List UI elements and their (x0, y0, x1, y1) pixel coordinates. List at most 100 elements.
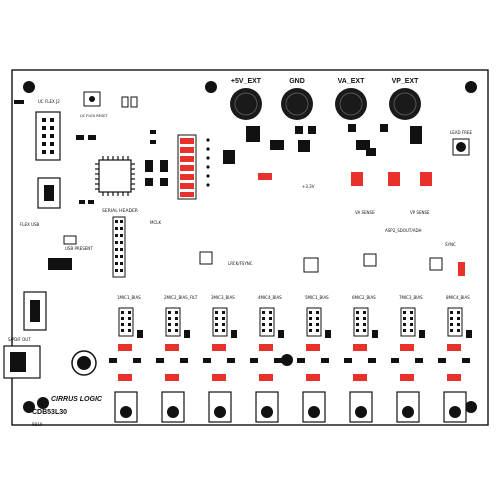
power-connector-vp[interactable]: VP_EXT (389, 78, 421, 120)
channel-label: 6MIC2_BIAS (352, 295, 376, 300)
jumper[interactable] (180, 156, 194, 162)
jumper-header[interactable] (118, 307, 134, 337)
jumper[interactable] (447, 374, 461, 381)
board-rev: R819 (32, 422, 43, 427)
jumper[interactable] (259, 344, 273, 351)
power-jumpers (258, 172, 465, 276)
channel-label: 4MIC4_BIAS (258, 295, 282, 300)
mic-channel-column: 1MIC1_BIAS (109, 295, 143, 423)
channel-label: 8MIC4_BIAS (446, 295, 470, 300)
jumper-header[interactable] (400, 307, 416, 337)
mic-channel-column: 2MIC2_BIAS_FILT (156, 295, 198, 423)
channel-label: 5MIC1_BIAS (305, 295, 329, 300)
mounting-hole (205, 81, 217, 93)
jumper-header[interactable] (306, 307, 322, 337)
jumper[interactable] (180, 165, 194, 171)
jumper[interactable] (400, 374, 414, 381)
jumper[interactable] (306, 374, 320, 381)
mic-channels: 1MIC1_BIAS 2MIC2_BIAS_FILT 3MIC3_BIAS 4MIC4… (109, 295, 472, 423)
channel-label: 2MIC2_BIAS_FILT (164, 295, 198, 300)
jumper[interactable] (351, 172, 363, 186)
power-connectors: +5V_EXT GND VA_EXT VP_EXT (230, 78, 421, 120)
board-model: CDB53L30 (32, 409, 67, 416)
power-label-vp: VP_EXT (392, 78, 420, 85)
codec-ics (199, 251, 443, 273)
uc-flex-label: UC FLEX J2 (38, 99, 60, 104)
mounting-hole (465, 81, 477, 93)
jumper[interactable] (118, 344, 132, 351)
jumper[interactable] (212, 374, 226, 381)
jumper[interactable] (388, 172, 400, 186)
jumper[interactable] (353, 374, 367, 381)
power-label-gnd: GND (289, 78, 305, 85)
jumper[interactable] (165, 374, 179, 381)
jumper[interactable] (180, 147, 194, 153)
power-label-va: VA_EXT (338, 78, 365, 85)
channel-label: 1MIC1_BIAS (117, 295, 141, 300)
power-connector-va[interactable]: VA_EXT (335, 78, 367, 120)
mounting-holes (23, 81, 477, 413)
mounting-hole (465, 401, 477, 413)
lrck-label: LRCK/FSYNC (228, 261, 253, 266)
power-connector-gnd[interactable]: GND (281, 78, 313, 120)
jumper-header[interactable] (165, 307, 181, 337)
mic-channel-column: 3MIC3_BIAS (203, 295, 237, 423)
usb-present-label: USB PRESENT (65, 246, 93, 251)
three-v-label: +3.3V (302, 184, 315, 189)
jumper-header[interactable] (353, 307, 369, 337)
sync-label: SYNC (445, 242, 456, 247)
power-label-5v: +5V_EXT (231, 78, 262, 85)
jumper[interactable] (259, 374, 273, 381)
svg-text:SERIAL HEADER: SERIAL HEADER (102, 208, 138, 214)
mic-channel-column: 8MIC4_BIAS (438, 295, 472, 423)
uc-flex-connector[interactable] (35, 111, 61, 161)
usb-connector: FLEX USB USB PRESENT (20, 177, 93, 251)
cirrus-logo-icon (37, 397, 49, 409)
mclk-label: MCLK (150, 220, 161, 225)
mic-channel-column: 6MIC2_BIAS (344, 295, 378, 423)
uc-flex-area: UC FLEX J2 UC FLEX RESET (14, 91, 138, 161)
serial-header: SERIAL HEADER (102, 208, 138, 278)
vp-sense-label: VP SENSE (410, 210, 430, 215)
mic-channel-column: 7MIC3_BIAS (391, 295, 425, 423)
brand-name: CIRRUS LOGIC (51, 396, 103, 403)
mic-channel-column: 4MIC4_BIAS (250, 295, 284, 423)
jumper[interactable] (258, 173, 272, 180)
power-connector-5v[interactable]: +5V_EXT (230, 78, 262, 120)
jumper[interactable] (353, 344, 367, 351)
small-components (76, 124, 422, 204)
jumper[interactable] (180, 174, 194, 180)
jumper[interactable] (447, 344, 461, 351)
mounting-hole (23, 81, 35, 93)
jumper[interactable] (180, 138, 194, 144)
jumper-header[interactable] (259, 307, 275, 337)
sdout-label: ASP2_SDOUT/ADH (385, 228, 422, 233)
spdif-output: S/PDIF OUT (3, 291, 97, 379)
jumper[interactable] (458, 262, 465, 276)
va-sense-label: VA SENSE (355, 210, 375, 215)
cirrus-logo: CIRRUS LOGIC CDB53L30 R819 (32, 396, 103, 427)
jumper[interactable] (420, 172, 432, 186)
jumper[interactable] (180, 183, 194, 189)
reset-button[interactable] (83, 91, 101, 107)
jumper[interactable] (180, 192, 194, 197)
serial-header-pins[interactable] (112, 216, 126, 278)
jumper-header[interactable] (212, 307, 228, 337)
jumper-block-top (177, 134, 210, 200)
microcontroller (95, 156, 135, 196)
reset-label: UC FLEX RESET (80, 114, 109, 118)
jumper[interactable] (306, 344, 320, 351)
jumper[interactable] (400, 344, 414, 351)
mic-channel-column: 5MIC1_BIAS (297, 295, 331, 423)
channel-label: 7MIC3_BIAS (399, 295, 423, 300)
mounting-hole (23, 401, 35, 413)
jumper[interactable] (212, 344, 226, 351)
channel-label: 3MIC3_BIAS (211, 295, 235, 300)
jumper[interactable] (118, 374, 132, 381)
jumper[interactable] (165, 344, 179, 351)
mounting-hole (281, 354, 293, 366)
lead-free-icon (456, 142, 466, 152)
lead-free-mark: LEAD FREE (450, 130, 472, 156)
jumper-header[interactable] (447, 307, 463, 337)
